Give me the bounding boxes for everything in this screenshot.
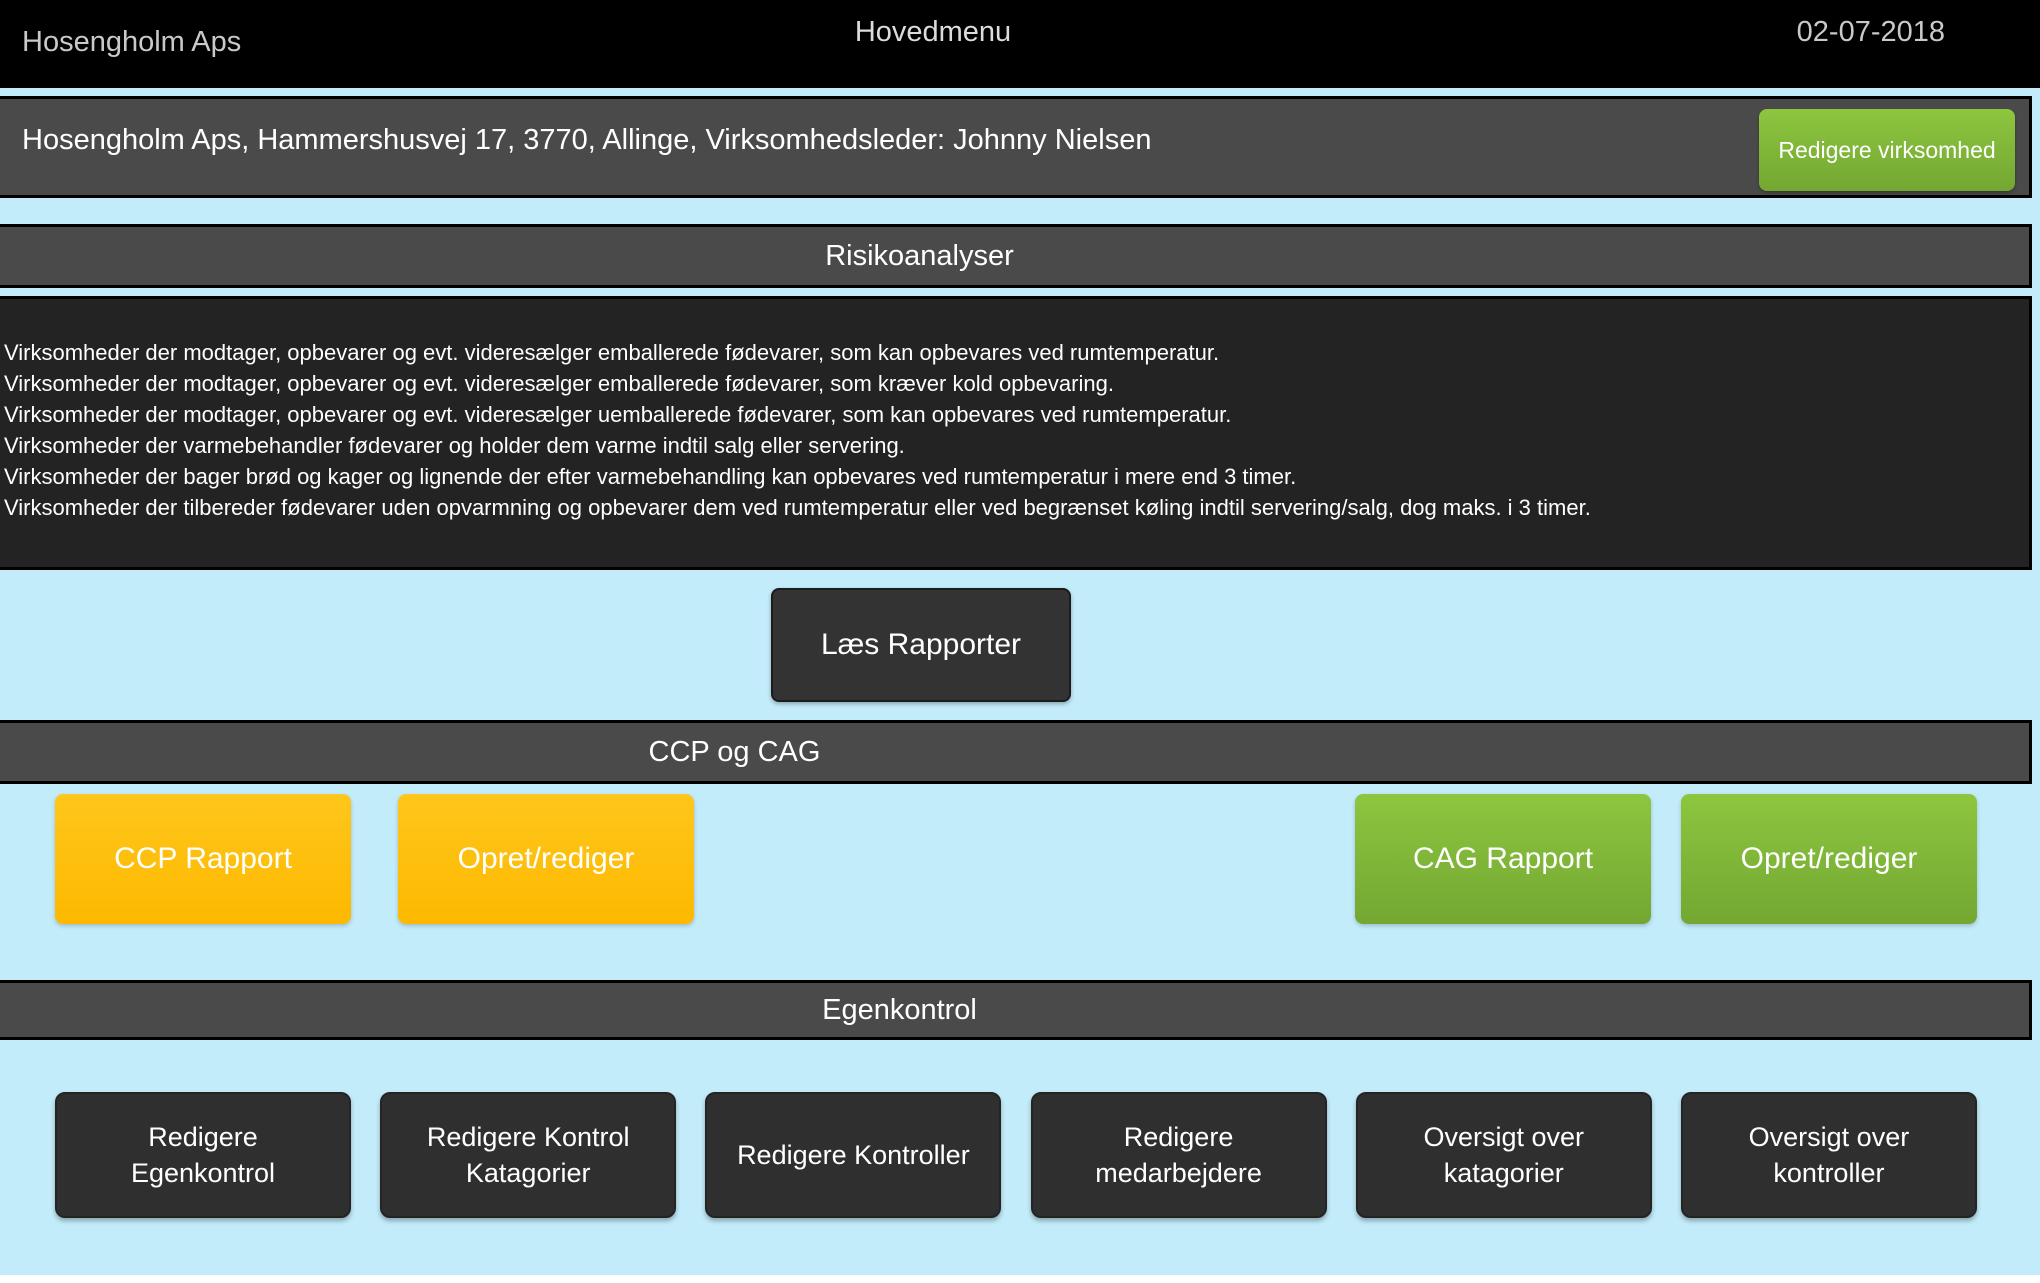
- edit-control-categories-button[interactable]: Redigere Kontrol Katagorier: [380, 1092, 677, 1218]
- ccp-report-button[interactable]: CCP Rapport: [55, 794, 351, 924]
- ccp-buttons-group: CCP Rapport Opret/rediger: [55, 794, 694, 980]
- cag-report-button[interactable]: CAG Rapport: [1355, 794, 1651, 924]
- ccp-cag-header: CCP og CAG: [0, 720, 2032, 784]
- risikoanalyser-header: Risikoanalyser: [0, 224, 2032, 288]
- ccp-cag-header-label: CCP og CAG: [648, 735, 821, 768]
- overview-controls-button[interactable]: Oversigt over kontroller: [1680, 1092, 1977, 1218]
- edit-company-button[interactable]: Redigere virksomhed: [1759, 109, 2015, 191]
- risk-line: Virksomheder der tilbereder fødevarer ud…: [4, 495, 1591, 520]
- risk-line: Virksomheder der varmebehandler fødevare…: [4, 433, 905, 458]
- risk-line: Virksomheder der modtager, opbevarer og …: [4, 340, 1220, 365]
- risk-line: Virksomheder der modtager, opbevarer og …: [4, 371, 1114, 396]
- cag-buttons-group: CAG Rapport Opret/rediger: [1355, 794, 1977, 980]
- risikoanalyser-header-label: Risikoanalyser: [825, 239, 1014, 272]
- edit-controls-button[interactable]: Redigere Kontroller: [705, 1092, 1002, 1218]
- egenkontrol-header: Egenkontrol: [0, 980, 2032, 1040]
- topbar-company-name: Hosengholm Aps: [22, 26, 242, 58]
- page-title: Hovedmenu: [854, 16, 1012, 48]
- company-info-text: Hosengholm Aps, Hammershusvej 17, 3770, …: [22, 123, 1152, 156]
- risk-line: Virksomheder der bager brød og kager og …: [4, 464, 1297, 489]
- top-bar: Hosengholm Aps Hovedmenu 02-07-2018: [0, 0, 2040, 88]
- reports-row: Læs Rapporter: [0, 570, 2032, 720]
- egenkontrol-buttons-row: Redigere Egenkontrol Redigere Kontrol Ka…: [0, 1092, 2032, 1218]
- risk-line: Virksomheder der modtager, opbevarer og …: [4, 402, 1232, 427]
- risk-description-panel: Virksomheder der modtager, opbevarer og …: [0, 296, 2032, 570]
- egenkontrol-header-label: Egenkontrol: [822, 993, 977, 1026]
- bottom-strip: [0, 1275, 2040, 1283]
- ccp-cag-buttons-row: CCP Rapport Opret/rediger CAG Rapport Op…: [0, 784, 2032, 980]
- ccp-edit-button[interactable]: Opret/rediger: [398, 794, 694, 924]
- edit-employees-button[interactable]: Redigere medarbejdere: [1030, 1092, 1327, 1218]
- topbar-date: 02-07-2018: [1796, 16, 1945, 48]
- cag-edit-button[interactable]: Opret/rediger: [1681, 794, 1977, 924]
- edit-egenkontrol-button[interactable]: Redigere Egenkontrol: [55, 1092, 351, 1218]
- main-content: Hosengholm Aps, Hammershusvej 17, 3770, …: [0, 96, 2032, 1218]
- company-info-bar: Hosengholm Aps, Hammershusvej 17, 3770, …: [0, 96, 2032, 198]
- overview-categories-button[interactable]: Oversigt over katagorier: [1355, 1092, 1652, 1218]
- read-reports-button[interactable]: Læs Rapporter: [771, 588, 1071, 702]
